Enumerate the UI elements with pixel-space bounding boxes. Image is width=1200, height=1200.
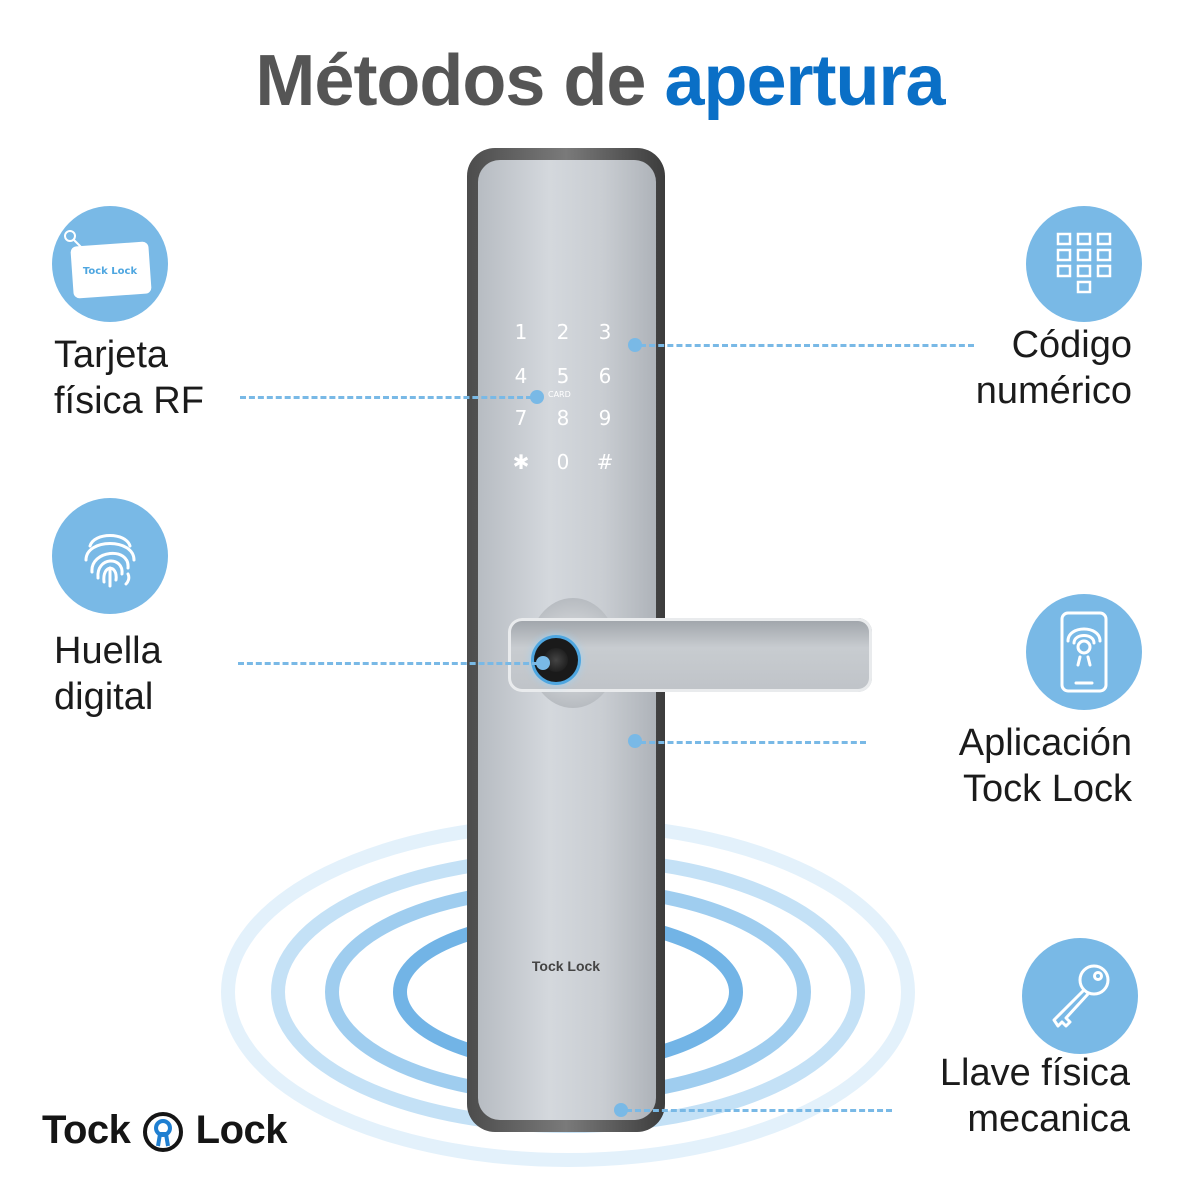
keypad-key: 4 [514, 364, 528, 388]
connector-dot [628, 734, 642, 748]
label-fingerprint: Huella digital [54, 630, 162, 718]
connector-dot [530, 390, 544, 404]
connector-line [626, 1109, 892, 1112]
card-brand-text: Tock Lock [83, 266, 138, 277]
keypad-key: ✱ [512, 450, 530, 474]
rfid-card-icon: Tock Lock [52, 206, 168, 322]
label-numeric-code: Código numérico [975, 324, 1132, 412]
connector-dot [614, 1103, 628, 1117]
keypad-key: 1 [514, 320, 528, 344]
key-icon [1022, 938, 1138, 1054]
keypad-key: 0 [556, 450, 570, 474]
lock-brand-logo: Tock Lock [531, 958, 601, 974]
keypad-icon [1026, 206, 1142, 322]
connector-line [238, 662, 538, 665]
fingerprint-icon [52, 498, 168, 614]
brand-logo: Tock Lock [42, 1108, 288, 1154]
fingerprint-sensor [534, 638, 578, 682]
connector-line [640, 344, 974, 347]
keyhole-logo-icon [143, 1112, 184, 1153]
keypad-key: 3 [598, 320, 612, 344]
keypad-key: 6 [598, 364, 612, 388]
phone-app-icon [1026, 594, 1142, 710]
keypad-key: # [596, 450, 614, 474]
page-title: Métodos de apertura [0, 40, 1200, 122]
connector-dot [536, 656, 550, 670]
connector-line [240, 396, 532, 399]
label-app: Aplicación Tock Lock [958, 722, 1132, 810]
title-accent: apertura [664, 41, 945, 121]
keypad-key: 8 [556, 406, 570, 430]
connector-dot [628, 338, 642, 352]
keypad-key: 7 [514, 406, 528, 430]
card-reader-label: CARD [548, 390, 571, 399]
label-mechanical-key: Llave física mecanica [939, 1052, 1130, 1140]
keypad-key: 5 [556, 364, 570, 388]
connector-line [640, 741, 866, 744]
keypad-key: 9 [598, 406, 612, 430]
label-rf-card: Tarjeta física RF [54, 334, 204, 422]
keypad-key: 2 [556, 320, 570, 344]
title-prefix: Métodos de [255, 41, 646, 121]
